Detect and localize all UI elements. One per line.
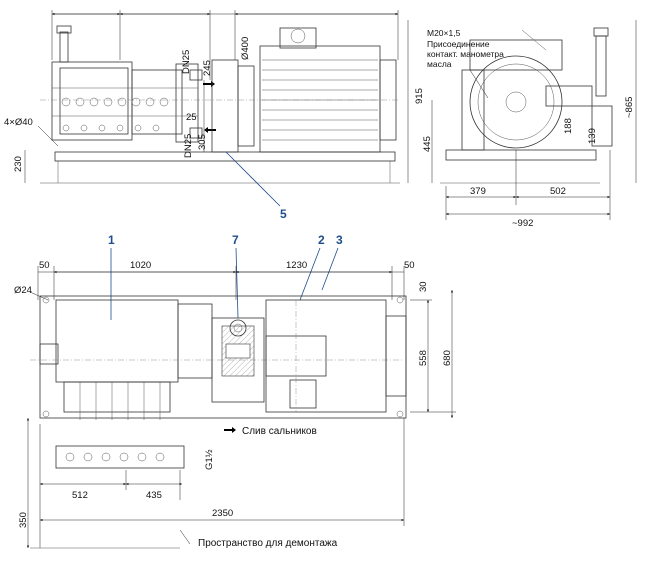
side-view: М20×1,5 Присоединение контакт. манометра…	[422, 20, 637, 229]
callout-1: 1	[108, 233, 115, 247]
dismantling-space-label: Пространство для демонтажа	[198, 538, 338, 549]
dim-g1half: G1½	[204, 449, 215, 470]
dim-25: 25	[186, 112, 197, 123]
dim-350: 350	[18, 512, 29, 528]
dim-2350: 2350	[212, 508, 233, 519]
dim-1230: 1230	[286, 260, 307, 271]
dim-435: 435	[146, 490, 162, 501]
dim-230: 230	[13, 156, 24, 172]
dim-d400: Ø400	[240, 37, 251, 60]
dim-502: 502	[550, 186, 566, 197]
dim-188: 188	[563, 118, 574, 134]
drain-label: Слив сальников	[242, 426, 317, 437]
callout-7: 7	[232, 233, 239, 247]
dim-1020: 1020	[130, 260, 151, 271]
dim-512: 512	[72, 490, 88, 501]
note-m20-line3: контакт. манометра	[427, 49, 504, 59]
note-m20-line1: М20×1,5	[427, 28, 461, 38]
dim-holes: 4×Ø40	[4, 117, 33, 128]
callout-5: 5	[280, 207, 287, 221]
callout-3: 3	[336, 233, 343, 247]
dim-915: 915	[414, 88, 425, 104]
callout-2: 2	[318, 233, 325, 247]
dim-d24: Ø24	[14, 285, 32, 296]
note-m20-line4: масла	[427, 59, 452, 69]
note-m20-line2: Присоединение	[427, 39, 490, 49]
dn25-inlet-label: DN25	[183, 134, 194, 158]
dim-245: 245	[202, 60, 213, 76]
front-view: DN25 DN25 245 305 Ø400 4×Ø40 230 25	[4, 10, 425, 221]
dim-50-right: 50	[404, 260, 415, 271]
dim-50-left: 50	[39, 260, 50, 271]
dim-680: 680	[442, 350, 453, 366]
dim-445: 445	[422, 136, 433, 152]
dim-139: 139	[587, 128, 598, 144]
dn25-outlet-label: DN25	[181, 50, 192, 74]
plan-view: 1 7 2 3 50 1020 1230 50 30 Ø24	[14, 233, 456, 549]
dim-558: 558	[418, 350, 429, 366]
dim-379: 379	[470, 186, 486, 197]
dim-305: 305	[197, 134, 208, 150]
dim-865: ~865	[624, 97, 635, 118]
dim-30: 30	[418, 281, 429, 292]
dim-992: ~992	[512, 218, 533, 229]
